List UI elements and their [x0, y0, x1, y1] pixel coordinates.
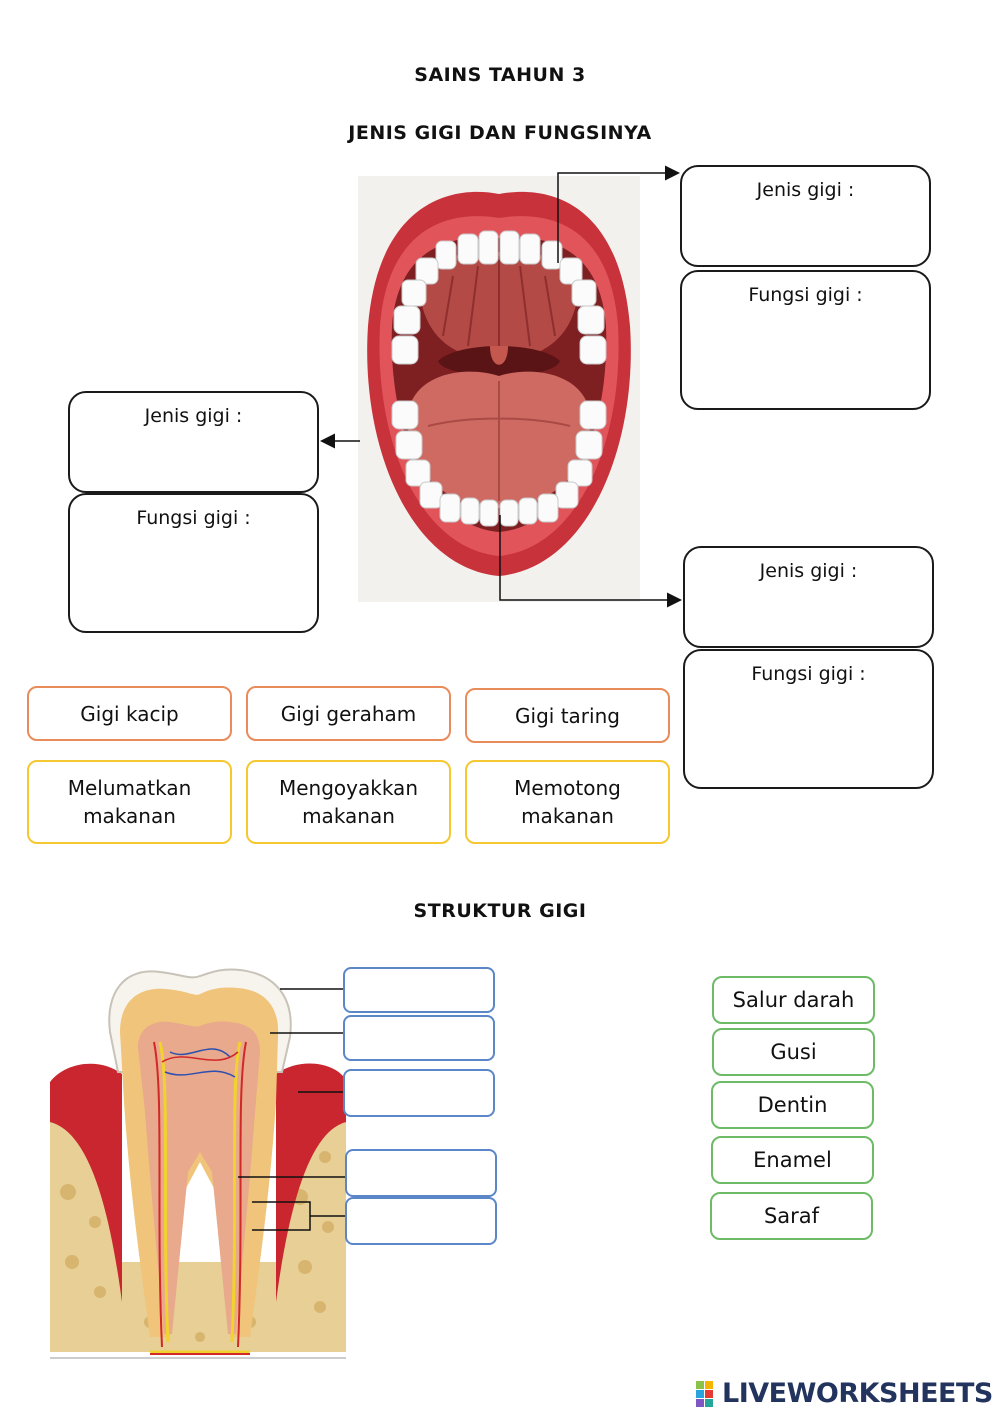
tooth-type-label: Jenis gigi : [756, 179, 855, 201]
tooth-function-answer-box-1[interactable]: Fungsi gigi : [680, 270, 931, 410]
tooth-type-option-incisor[interactable]: Gigi kacip [27, 686, 232, 741]
structure-answer-blank-5[interactable] [345, 1197, 497, 1245]
liveworksheets-logo: LIVEWORKSHEETS [696, 1378, 993, 1409]
structure-answer-blank-3[interactable] [343, 1069, 495, 1117]
tooth-function-option-tear[interactable]: Mengoyakkan makanan [246, 760, 451, 844]
structure-option-enamel[interactable]: Enamel [711, 1136, 874, 1184]
tooth-function-option-cut[interactable]: Memotong makanan [465, 760, 670, 844]
structure-answer-blank-1[interactable] [343, 967, 495, 1013]
tooth-function-answer-box-3[interactable]: Fungsi gigi : [683, 649, 934, 789]
pointer-lines [320, 165, 682, 608]
section-heading-tooth-structure: STRUKTUR GIGI [413, 900, 587, 922]
page-title: SAINS TAHUN 3 [414, 64, 586, 86]
structure-option-blood-vessel[interactable]: Salur darah [712, 976, 875, 1024]
tooth-cross-section-illustration [50, 968, 346, 1359]
liveworksheets-logo-text: LIVEWORKSHEETS [722, 1378, 993, 1409]
tooth-type-answer-box-3[interactable]: Jenis gigi : [683, 546, 934, 648]
tooth-function-label: Fungsi gigi : [751, 663, 866, 685]
tooth-function-option-grind[interactable]: Melumatkan makanan [27, 760, 232, 844]
structure-option-nerve[interactable]: Saraf [710, 1192, 873, 1240]
tooth-type-answer-box-1[interactable]: Jenis gigi : [680, 165, 931, 267]
structure-option-gum[interactable]: Gusi [712, 1028, 875, 1076]
tooth-type-label: Jenis gigi : [759, 560, 858, 582]
structure-answer-blank-4[interactable] [345, 1149, 497, 1197]
tooth-function-label: Fungsi gigi : [748, 284, 863, 306]
section-heading-tooth-types: JENIS GIGI DAN FUNGSINYA [348, 122, 652, 144]
tooth-function-answer-box-2[interactable]: Fungsi gigi : [68, 493, 319, 633]
tooth-function-label: Fungsi gigi : [136, 507, 251, 529]
structure-option-dentin[interactable]: Dentin [711, 1081, 874, 1129]
tooth-type-answer-box-2[interactable]: Jenis gigi : [68, 391, 319, 493]
liveworksheets-logo-icon [696, 1380, 713, 1407]
structure-answer-blank-2[interactable] [343, 1015, 495, 1061]
open-mouth-illustration [358, 176, 640, 602]
structure-pointer-lines [238, 988, 345, 1231]
tooth-type-option-molar[interactable]: Gigi geraham [246, 686, 451, 741]
tooth-type-option-canine[interactable]: Gigi taring [465, 688, 670, 743]
tooth-type-label: Jenis gigi : [144, 405, 243, 427]
